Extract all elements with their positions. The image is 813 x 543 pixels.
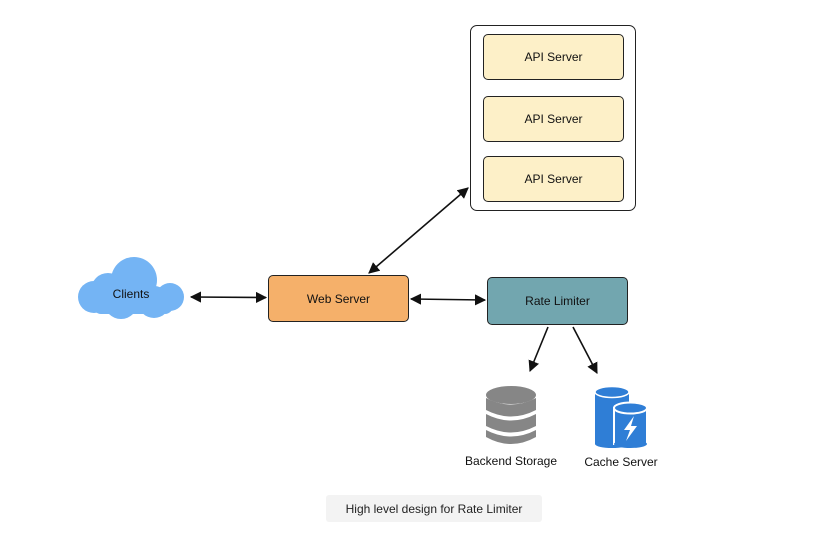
api-server-box: API Server bbox=[483, 156, 624, 202]
api-server-label: API Server bbox=[524, 112, 583, 126]
api-server-box: API Server bbox=[483, 34, 624, 80]
backend-storage-label: Backend Storage bbox=[464, 454, 558, 468]
web-server-label: Web Server bbox=[306, 291, 371, 306]
clients-label: Clients bbox=[112, 287, 150, 301]
api-server-box: API Server bbox=[483, 96, 624, 142]
cloud-icon bbox=[78, 257, 184, 319]
web-server-box: Web Server bbox=[268, 275, 409, 322]
cache-server-icon bbox=[594, 386, 648, 448]
cache-server-label: Cache Server bbox=[584, 455, 658, 469]
database-icon bbox=[486, 386, 536, 444]
rate-limiter-cache-server-connector bbox=[572, 326, 598, 374]
rate-limiter-label: Rate Limiter bbox=[525, 294, 590, 308]
api-server-label: API Server bbox=[524, 50, 583, 64]
web-server-rate-limiter-connector bbox=[409, 293, 487, 306]
rate-limiter-box: Rate Limiter bbox=[487, 277, 628, 325]
api-server-label: API Server bbox=[524, 172, 583, 186]
web-server-api-servers-connector bbox=[368, 187, 469, 274]
clients-web-server-connector bbox=[189, 291, 268, 304]
clients-node: Clients bbox=[77, 256, 187, 322]
rate-limiter-backend-storage-connector bbox=[528, 326, 549, 373]
diagram-caption-text: High level design for Rate Limiter bbox=[345, 501, 523, 516]
api-server-group: API Server API Server API Server bbox=[470, 25, 636, 211]
diagram-caption: High level design for Rate Limiter bbox=[326, 495, 542, 522]
